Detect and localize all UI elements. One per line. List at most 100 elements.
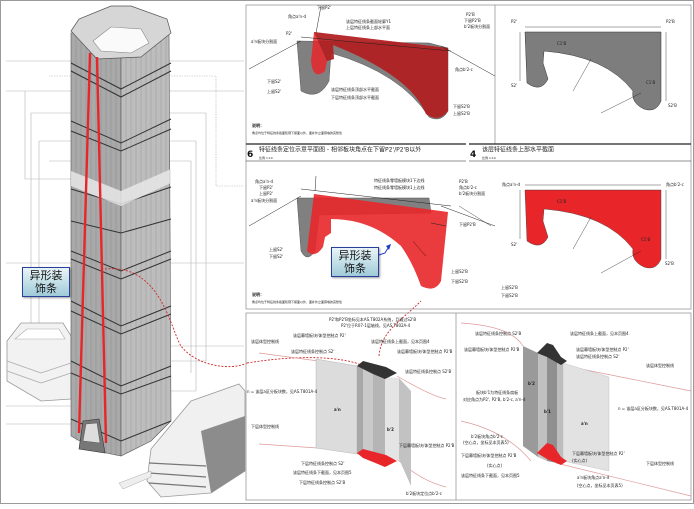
label: (空心点，坐标见本页表5) [577, 482, 623, 488]
section-number: 6 [247, 150, 253, 160]
label: S2' [511, 242, 517, 247]
panel-tag: b'1 [544, 409, 551, 414]
label: C1'B [646, 80, 655, 85]
feature-strip-lines [77, 52, 108, 444]
label: 该层幕墙板块/体型控制点 P2' [293, 332, 346, 338]
panel-tag: b'2 [387, 427, 394, 432]
label: 角点b'2-c [459, 184, 477, 190]
note-text: 角点均位于特征线条截面轮廓下留面以外，面补外立面幕墙的完整性 [252, 130, 342, 135]
label: a'n板块分割面 [251, 197, 277, 203]
label: 上留S2'B [453, 110, 470, 116]
label: 上留P2' [259, 190, 273, 196]
note-text: 角点均位于特征线条截面轮廓下留面以外，面补外立面幕墙的完整性 [252, 299, 342, 304]
label: (实心点) [572, 457, 588, 463]
label: 特征线条零墙板模块1上边线 [374, 184, 425, 190]
label: 下留S2' [269, 253, 283, 259]
label: C1'B [557, 41, 566, 46]
label: b'2板块分割面 [464, 23, 490, 29]
podium-building-left [6, 322, 72, 402]
label: S2'B [668, 103, 677, 108]
label: 下留S2' [267, 78, 281, 84]
label: 该层幕墙板块/体型控制点 P2'B [397, 348, 453, 354]
label: 该层特征线条控制点 S2'B [475, 330, 521, 336]
strip-bottom-section [357, 449, 397, 467]
label: 该层特征线条控制点 S2' [291, 348, 334, 354]
sheet-borders [245, 4, 692, 501]
label: P2'和P2'B坐标见本AS.T802A系统，且通过S2'B [329, 316, 416, 322]
label: 下留P2' [259, 184, 273, 190]
label: P2'B [459, 179, 468, 184]
section-header-4: 4 该层特征线条上部水平截面 比例 1:10 [469, 143, 691, 162]
section-diagram-mid-left: 角点a'n-d 下留P2' 上留P2' a'n板块分割面 特征线条零墙板模块1下… [248, 175, 496, 304]
label: 上留S2'B [501, 284, 518, 290]
label: b'2板块定位点b'2-c [406, 490, 442, 496]
label: C1'B [557, 199, 566, 204]
label: 下留S2'B [451, 278, 468, 284]
label: b'2板块角点b'2-c [471, 433, 503, 439]
label: 下留P2' [317, 4, 331, 10]
tower-grid-lines [75, 29, 167, 456]
label: 下层特征线条控制点 S2'B [299, 479, 345, 485]
section-scale: 比例 1:10 [482, 155, 496, 160]
label: 该层特征线条顶部水平截面 [331, 86, 379, 92]
tower-light-band [71, 169, 171, 206]
label: 下留P2'B [464, 17, 481, 23]
label: 下层特征线条顶部水平截面 [331, 94, 379, 100]
label: 上留S2'B [451, 268, 468, 274]
label: n = 该层a区分板块数，见AS.T801A-4 [618, 405, 689, 411]
label: (实心点) [487, 462, 503, 468]
label: 下层体型控制线 [646, 460, 674, 466]
label: a'n板块角点a'n-d [577, 474, 610, 480]
feature-strip-callout-section: 异形装 饰条 [331, 247, 379, 277]
label: P2'位于R07-1层轴线，见AS.T802A-4 [341, 322, 411, 328]
section-diagram-top-left: 下留P2' 角点a'n-d a'n板块分割面 P2' 该层特征线条截面轮廓Y1 … [248, 4, 496, 135]
label: S2'B [665, 261, 674, 266]
label: b'2板块分割面 [459, 190, 485, 196]
label: 该层幕墙板块/体型控制点 P2' [576, 346, 629, 352]
label: P2' [511, 19, 517, 24]
section-diagram-top-right: P2' P2'B S2' S2'B C1'B C1'B [511, 19, 677, 114]
label: 下留S2'B [501, 292, 518, 298]
label: 该层特征线条上截面，见本页图4 [371, 338, 430, 344]
tower-crown-top [92, 26, 150, 54]
label: 角点a'n-d [255, 178, 274, 184]
label: 板块b'1为特征线条扇板 [476, 389, 518, 395]
label: 角点b'2-c [455, 66, 473, 72]
label: n = 该层a区分板块数，见AS.T801A-4 [247, 388, 318, 394]
label: 该层特征线条控制点 S2'B [405, 368, 451, 374]
strip-bottom-section [537, 443, 567, 465]
label: 下层幕墙板块/体型控制点 P2' [572, 450, 625, 456]
label: 下层体型控制线 [251, 423, 279, 429]
feature-strip-callout-tower: 异形装 饰条 [22, 267, 70, 297]
note-title: 说明： [252, 291, 264, 297]
label: 该层特征线条下截面，见本页图5 [461, 472, 520, 478]
strip-top-section [357, 361, 397, 379]
panel-tag: a'n [581, 421, 588, 426]
label: 该层体型控制线 [251, 338, 279, 344]
section-header-6: 6 特征线条定位示意平面图 - 相邻板块角点在下留P2'/P2'B以外 比例 1… [246, 143, 466, 162]
label: P2'B [666, 19, 675, 24]
label: 特征线条零墙板模块1下边线 [374, 177, 425, 183]
tower-illustration [6, 5, 246, 498]
label: 下层幕墙板块/体型控制点 P2'B [461, 452, 517, 458]
label: 下层幕墙板块/体型控制点 P2'B [399, 442, 455, 448]
label: 该层特征线条下截面，见本页图5 [293, 469, 352, 475]
label: 上留S2' [269, 246, 283, 252]
label: (空心点，坐标见本页表5) [463, 439, 509, 445]
label: 下留S2'B [453, 103, 470, 109]
strip-top-section [537, 343, 567, 365]
label: 该层体型控制线 [646, 362, 674, 368]
iso-diagram-bottom-left: P2'和P2'B坐标见本AS.T802A系统，且通过S2'B P2'位于R07-… [247, 316, 455, 496]
label: 下留P2'B [459, 221, 476, 227]
label: a'n板块分割面 [251, 38, 277, 44]
section-title: 该层特征线条上部水平截面 [482, 146, 554, 154]
label: 对应角点为P2', P2'B, b'2-c, a'n-d [463, 396, 526, 402]
label: 该层幕墙板块/体型控制点 P2'B [464, 346, 520, 352]
podium-building-right [118, 383, 246, 498]
label: 上留S2' [267, 88, 281, 94]
label: S2' [511, 83, 517, 88]
label: 该层特征线条控制点 S2' [576, 353, 619, 359]
label: 角点a'n-d [502, 181, 521, 187]
